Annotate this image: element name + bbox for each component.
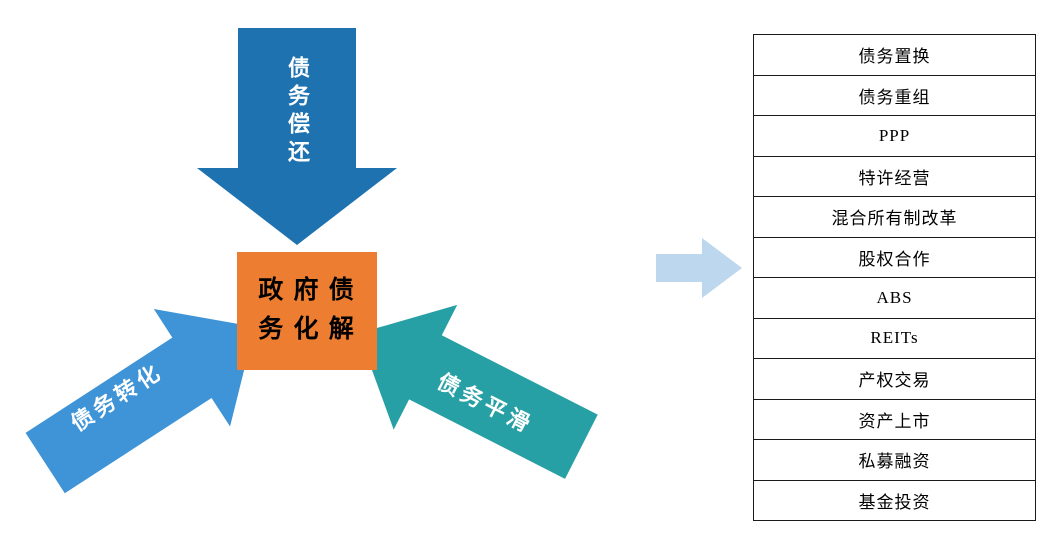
table-cell: 资产上市 — [858, 411, 931, 431]
table-row: 产权交易 — [754, 359, 1035, 400]
table-row: 私募融资 — [754, 440, 1035, 481]
table-row: REITs — [754, 319, 1035, 359]
center-concept-line1: 政 府 债 — [258, 277, 356, 305]
table-cell: 股权合作 — [858, 249, 931, 269]
table-row: 基金投资 — [754, 481, 1035, 521]
debt-repayment-arrow — [197, 28, 397, 245]
table-cell: 基金投资 — [858, 492, 931, 512]
table-cell: PPP — [878, 125, 911, 145]
table-row: 股权合作 — [754, 238, 1035, 278]
method-table: 债务置换 债务重组 PPP 特许经营 混合所有制改革 股权合作 ABS REIT… — [753, 34, 1036, 521]
center-concept-line2: 务 化 解 — [258, 316, 356, 343]
table-cell: 产权交易 — [858, 371, 931, 391]
center-concept-box: 政 府 债 务 化 解 — [237, 252, 377, 370]
debt-repayment-label: 债务偿还 — [285, 56, 310, 168]
debt-smoothing-arrow — [358, 304, 598, 479]
table-row: 债务置换 — [754, 35, 1035, 76]
table-row: 债务重组 — [754, 76, 1035, 116]
table-cell: 私募融资 — [858, 452, 931, 472]
debt-transformation-arrow — [25, 309, 255, 494]
table-row: ABS — [754, 278, 1035, 319]
table-row: 资产上市 — [754, 400, 1035, 440]
pointer-arrow-icon — [656, 238, 742, 298]
table-cell: 混合所有制改革 — [831, 209, 958, 229]
table-cell: 债务置换 — [858, 47, 931, 67]
table-cell: ABS — [876, 287, 913, 307]
table-cell: 债务重组 — [858, 87, 931, 107]
table-cell: REITs — [870, 328, 919, 348]
table-cell: 特许经营 — [858, 168, 931, 188]
table-row: 混合所有制改革 — [754, 197, 1035, 238]
table-row: 特许经营 — [754, 157, 1035, 197]
table-row: PPP — [754, 116, 1035, 157]
